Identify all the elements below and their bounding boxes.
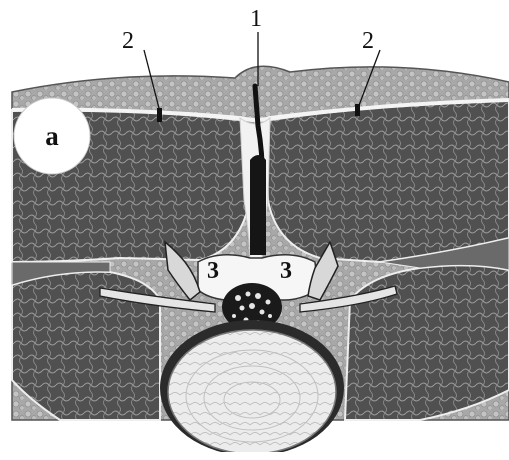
- label-1: 1: [250, 6, 262, 32]
- right-ventral-muscle: [345, 265, 509, 420]
- marker-2-left: [157, 108, 162, 122]
- label-3-right: 3: [280, 258, 292, 284]
- bottom-edge: [0, 452, 509, 460]
- label-2-right: 2: [362, 28, 374, 54]
- right-dorsal-muscle: [267, 100, 509, 262]
- label-3-left: 3: [207, 258, 219, 284]
- panel-label: a: [45, 121, 59, 151]
- intervertebral-disc: [168, 330, 336, 454]
- label-2-left: 2: [122, 28, 134, 54]
- marker-2-right: [355, 104, 360, 116]
- spinous-process: [250, 155, 266, 255]
